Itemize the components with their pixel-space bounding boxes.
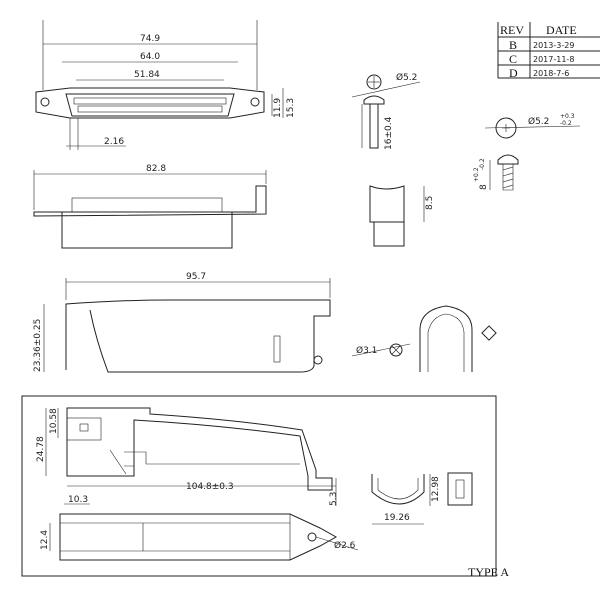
cover-side-view: 95.7 23.36±0.25 [33,272,331,373]
rev-header: REV [500,23,524,37]
clip-detail: Ø3.1 [351,305,497,372]
dim-pin-spacing: 2.16 [104,137,124,147]
dim-small-screw-tol-minus: -0.2 [560,120,572,127]
hood-top-view: Ø2.6 10.3 12.4 [40,495,359,561]
dim-small-screw-len-tol-plus: +0.2 [473,167,480,182]
dim-bracket-width: 19.26 [384,513,410,523]
type-a-frame [21,395,497,577]
dim-overall-width: 74.9 [140,34,160,44]
type-label: TYPE A [468,565,509,579]
dim-hood-height: 24.78 [36,436,46,462]
dim-small-screw-dia: Ø5.2 [528,116,549,127]
dim-entry-width: 10.3 [68,495,88,505]
dim-small-screw-tol-plus: +0.3 [560,113,575,120]
date-cell: 2017-11-8 [533,55,574,64]
hood-side-view: 104.8±0.3 24.78 10.58 5.3 [36,407,339,506]
date-cell: 2013-3-29 [533,41,574,50]
date-cell: 2018-7-6 [533,69,569,78]
dim-latch-height: 5.3 [329,492,339,506]
dim-entry-height: 12.4 [40,530,50,550]
date-header: DATE [546,23,577,37]
dim-hood-top: 10.58 [49,408,59,434]
dim-contact-span: 51.84 [134,70,160,80]
dim-cover-length: 95.7 [186,272,206,282]
dim-cover-height: 23.36±0.25 [33,319,43,372]
dim-small-screw-len-tol-minus: -0.2 [479,158,486,170]
rev-cell: B [509,38,517,52]
connector-front-view: 74.9 64.0 51.84 11.9 15.3 2.16 [35,20,296,150]
dim-clip-height: 8.5 [425,196,435,210]
dim-bracket-height: 12.98 [431,476,441,502]
screw-detail: Ø5.2 16±0.4 Ø5.2 +0.3 -0.2 8 +0.2 -0.2 [351,72,581,191]
dim-screw-head-dia: Ø5.2 [396,72,417,83]
bracket-detail: 19.26 12.98 [371,472,473,525]
dim-small-screw-length: 8 [479,184,489,190]
dim-outer-height: 15.3 [286,98,296,118]
revision-table: REV DATE B 2013-3-29 C 2017-11-8 D 2018-… [497,22,600,80]
dim-inner-height: 11.9 [273,98,283,118]
connector-side-view: 82.8 8.5 [33,164,435,249]
dim-hole-dia: Ø3.1 [356,345,377,356]
rev-cell: C [509,52,517,66]
dim-end-hole-dia: Ø2.6 [334,540,356,551]
dim-hood-length: 104.8±0.3 [186,482,234,492]
dim-side-length: 82.8 [146,164,166,174]
dim-screw-length: 16±0.4 [384,116,394,150]
dim-mount-pitch: 64.0 [140,52,160,62]
rev-cell: D [509,66,518,80]
